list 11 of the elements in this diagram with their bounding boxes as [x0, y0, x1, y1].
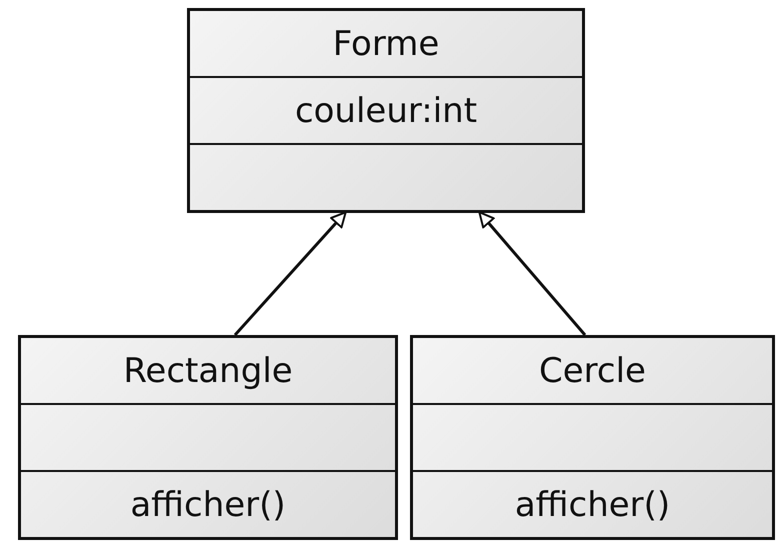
inheritance-arrow: [234, 211, 347, 336]
class-name: Forme: [332, 24, 440, 64]
attribute-text: couleur:int: [294, 90, 478, 130]
class-box: [410, 335, 775, 540]
inheritance-arrow: [478, 211, 586, 336]
class-name: Cercle: [539, 350, 646, 390]
method-text: afficher(): [130, 484, 286, 524]
class-name: Rectangle: [123, 350, 293, 390]
class-box: [18, 335, 398, 540]
method-text: afficher(): [514, 484, 670, 524]
class-box: [187, 8, 585, 213]
